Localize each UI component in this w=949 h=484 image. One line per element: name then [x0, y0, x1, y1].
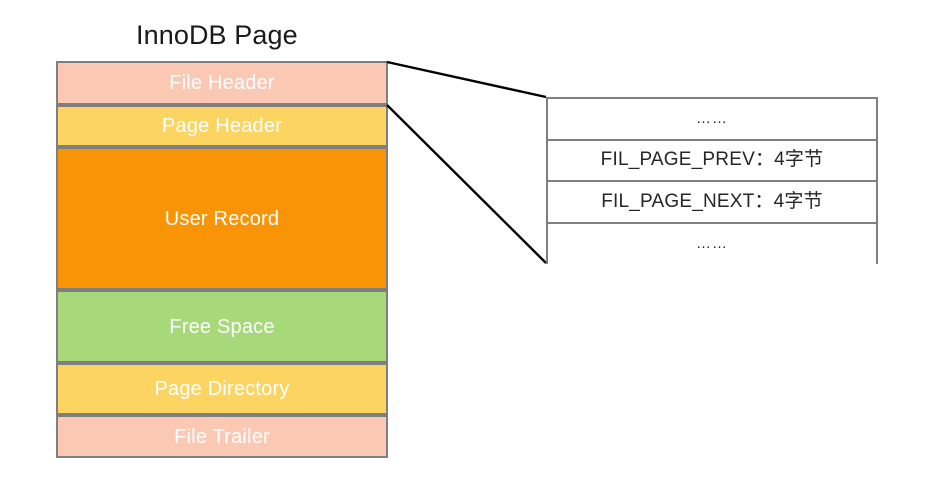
file-header-top-connector — [386, 60, 547, 99]
detail-row: FIL_PAGE_NEXT：4字节 — [548, 182, 876, 224]
page-title: InnoDB Page — [136, 20, 298, 50]
page-section-page-directory: Page Directory — [56, 363, 388, 415]
page-section-page-header: Page Header — [56, 105, 388, 147]
innodb-page-stack: File Header Page Header User Record Free… — [56, 61, 388, 458]
page-section-label: Free Space — [169, 315, 275, 338]
page-section-user-record: User Record — [56, 147, 388, 290]
detail-row-text: …… — [696, 109, 728, 127]
page-section-file-trailer: File Trailer — [56, 415, 388, 458]
file-header-detail-table: …… FIL_PAGE_PREV：4字节 FIL_PAGE_NEXT：4字节 …… — [546, 97, 878, 265]
detail-row: …… — [548, 223, 876, 265]
detail-row-text: …… — [696, 235, 728, 253]
detail-row-text: FIL_PAGE_NEXT：4字节 — [601, 190, 823, 212]
file-header-bottom-connector — [386, 104, 547, 264]
page-section-file-header: File Header — [56, 61, 388, 105]
page-section-label: User Record — [164, 207, 280, 230]
page-section-label: File Trailer — [174, 425, 270, 448]
detail-row-text: FIL_PAGE_PREV：4字节 — [600, 149, 824, 171]
detail-row: …… — [548, 99, 876, 141]
detail-row: FIL_PAGE_PREV：4字节 — [548, 140, 876, 182]
page-section-free-space: Free Space — [56, 290, 388, 363]
page-section-label: Page Directory — [154, 378, 290, 400]
page-section-label: Page Header — [161, 115, 283, 137]
page-section-label: File Header — [169, 72, 275, 94]
